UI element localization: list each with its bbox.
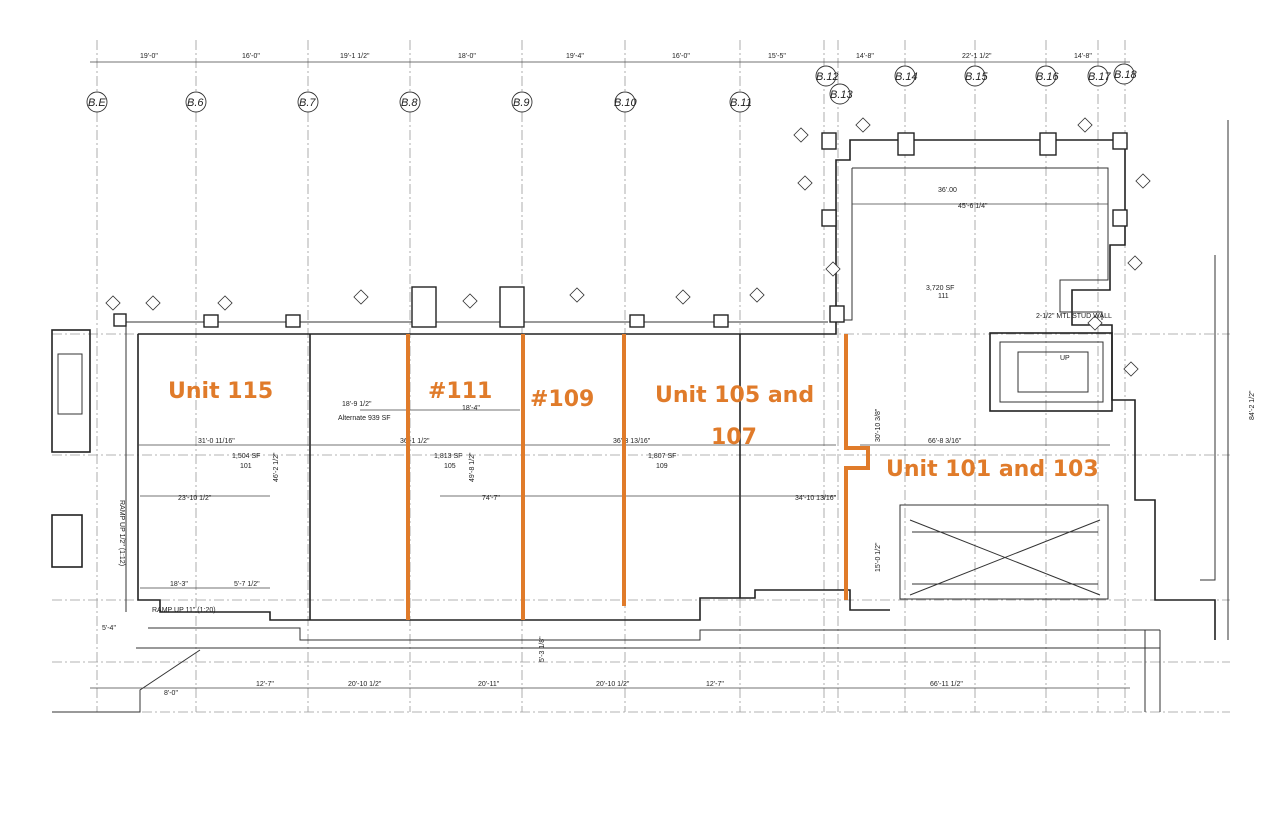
top-dim: 22'-1 1/2" [962,53,992,60]
inner-dim: 34'-10 13/16" [795,495,837,502]
bottom-dim: 20'-10 1/2" [348,681,382,688]
unit-label: #111 [428,379,492,404]
grid-bubble-label: B.7 [299,97,316,109]
top-dim: 16'-0" [242,53,260,60]
unit-label: Unit 101 and 103 [886,457,1099,482]
area-sf: 3,720 SF [926,285,954,292]
area-sf: 1,813 SF [434,453,462,460]
area-code: 111 [938,293,949,300]
misc-notes: RAMP UP 11" (1:20) RAMP UP 1/2" (1:12) 2… [118,187,1112,614]
elevation-note: 36'.00 [938,187,957,194]
inner-dim: 18'-9 1/2" [342,401,372,408]
alternate-area: Alternate 939 SF [338,415,391,422]
bottom-dim: 12'-7" [706,681,724,688]
bottom-dim: 20'-10 1/2" [596,681,630,688]
grid-bubble-label: B.14 [895,71,918,83]
top-dim: 15'-5" [768,53,786,60]
inner-dim: 66'-8 3/16" [928,438,962,445]
top-dimension-string: 19'-0" 16'-0" 19'-1 1/2" 18'-0" 19'-4" 1… [90,53,1130,63]
grid-bubble-label: B.15 [965,71,989,83]
columns [113,132,1128,328]
inner-dim: 36'-3 13/16" [613,438,651,445]
inner-dimension-text: 31'-0 11/16" 23'-10 1/2" 18'-9 1/2" 18'-… [170,203,1256,662]
grid-bubble-label: B.8 [401,97,418,109]
ramp-note-vertical: RAMP UP 1/2" (1:12) [118,500,125,566]
top-dim: 19'-1 1/2" [340,53,370,60]
grid-bubble-label: B.13 [830,89,854,101]
area-sf: 1,504 SF [232,453,260,460]
grid-bubble-label: B.11 [730,97,752,109]
inner-dim: 84'-2 1/2" [1249,390,1256,420]
top-dim: 14'-8" [1074,53,1092,60]
ramp-note: RAMP UP 11" (1:20) [152,607,216,614]
grid-lines [52,40,1230,713]
bottom-dim: 8'-0" [164,690,178,697]
plan-tags [105,117,1151,377]
bottom-dim: 20'-11" [478,681,500,688]
inner-dim: 36'-1 1/2" [400,438,430,445]
inner-dim: 18'-3" [170,581,188,588]
inner-dim: 18'-4" [462,405,480,412]
area-code: 101 [240,463,252,470]
inner-dim: 31'-0 11/16" [198,438,235,445]
grid-bubble-label: B.16 [1036,71,1060,83]
top-dim: 19'-0" [140,53,158,60]
top-dim: 14'-8" [856,53,874,60]
grid-bubbles: B.E B.6 B.7 B.8 B.9 B.10 B.11 B.12 B.13 … [86,63,1138,113]
inner-dim: 46'-2 1/2" [273,452,280,482]
unit-highlights [406,334,870,620]
bottom-dim: 66'-11 1/2" [930,681,963,688]
bottom-dimension-text: 12'-7" 20'-10 1/2" 20'-11" 20'-10 1/2" 1… [102,625,963,697]
inner-dim: 5'-7 1/2" [234,581,260,588]
bottom-dim: 5'-4" [102,625,116,632]
grid-bubble-label: B.18 [1114,69,1138,81]
stair-up-note: UP [1060,355,1070,362]
unit-label: #109 [530,387,594,412]
inner-dim: 23'-10 1/2" [178,495,212,502]
inner-dim: 49'-8 1/2" [469,452,476,482]
top-dim: 16'-0" [672,53,690,60]
demising-line-105-101 [844,334,870,600]
grid-bubble-label: B.E [88,97,106,109]
grid-bubble-label: B.6 [187,97,204,109]
top-dim: 18'-0" [458,53,476,60]
area-code: 105 [444,463,456,470]
inner-dim: 30'-10 3/8" [875,408,882,442]
inner-dim: 15'-0 1/2" [875,542,882,572]
unit-label: Unit 115 [168,379,273,404]
inner-dim: 45'-6 1/4" [958,203,988,210]
grid-bubble-label: B.10 [614,97,638,109]
inner-dim: 5'-3 1/8" [539,636,546,662]
area-sf: 1,807 SF [648,453,676,460]
stud-wall-note: 2-1/2" MTL STUD WALL [1036,313,1112,320]
inner-dim: 74'-7" [482,495,500,502]
grid-bubble-label: B.17 [1088,71,1112,83]
area-code: 109 [656,463,668,470]
building-walls [51,120,1229,713]
grid-bubble-label: B.9 [513,97,530,109]
inner-dimension-lines [90,203,1130,689]
grid-bubble-label: B.12 [816,71,839,83]
top-dim: 19'-4" [566,53,584,60]
area-labels: 1,504 SF 101 Alternate 939 SF 1,813 SF 1… [232,285,954,470]
bottom-dim: 12'-7" [256,681,274,688]
